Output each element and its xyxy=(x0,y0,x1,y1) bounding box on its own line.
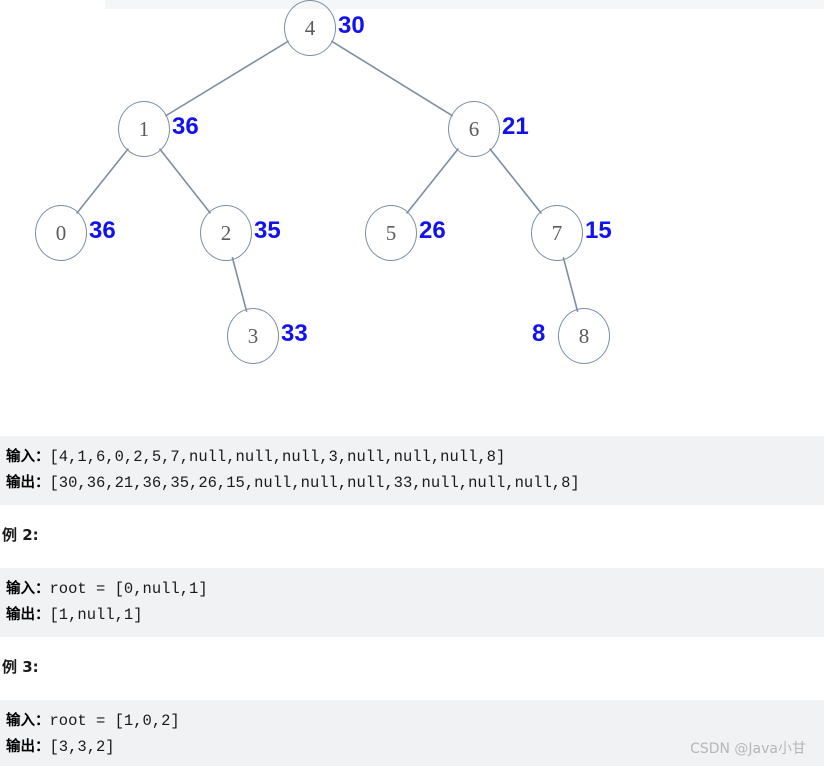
tree-node-7: 7 xyxy=(531,205,583,261)
output-value: [3,3,2] xyxy=(49,738,115,756)
tree-edge-n4-n1 xyxy=(164,40,290,117)
tree-edges-svg xyxy=(75,40,579,313)
input-label: 输入： xyxy=(6,581,50,597)
input-label: 输入： xyxy=(6,713,50,729)
example-3-heading: 例 3: xyxy=(2,658,39,676)
tree-node-label-7: 15 xyxy=(585,217,612,244)
tree-edge-n1-n0 xyxy=(75,148,130,214)
input-value: root = [0,null,1] xyxy=(49,580,208,598)
output-value: [1,null,1] xyxy=(49,606,143,624)
tree-node-1: 1 xyxy=(118,101,170,157)
tree-edge-n6-n7 xyxy=(488,148,543,214)
output-value: [30,36,21,36,35,26,15,null,null,null,33,… xyxy=(49,474,580,492)
tree-node-label-5: 26 xyxy=(419,217,446,244)
top-gray-strip xyxy=(105,0,824,9)
tree-node-4: 4 xyxy=(284,0,336,56)
tree-node-label-3: 33 xyxy=(281,320,308,347)
tree-node-label-8: 8 xyxy=(532,320,546,347)
tree-node-label-6: 21 xyxy=(502,113,529,140)
input-value: root = [1,0,2] xyxy=(49,712,180,730)
tree-node-2: 2 xyxy=(200,205,252,261)
csdn-watermark: CSDN @Java小甘 xyxy=(690,741,806,757)
example-1-code-block: 输入：[4,1,6,0,2,5,7,null,null,null,3,null,… xyxy=(0,436,824,505)
example-1-output-line: 输出：[30,36,21,36,35,26,15,null,null,null,… xyxy=(4,470,820,496)
tree-edge-n4-n6 xyxy=(330,40,454,117)
example-1-input-line: 输入：[4,1,6,0,2,5,7,null,null,null,3,null,… xyxy=(4,444,820,470)
example-2-heading: 例 2: xyxy=(2,526,39,544)
tree-node-3: 3 xyxy=(227,308,279,364)
tree-edge-n1-n2 xyxy=(158,148,212,214)
example-2-input-line: 输入：root = [0,null,1] xyxy=(4,576,820,602)
output-label: 输出： xyxy=(6,475,50,491)
input-label: 输入： xyxy=(6,449,50,465)
example-3-input-line: 输入：root = [1,0,2] xyxy=(4,708,820,734)
tree-node-5: 5 xyxy=(365,205,417,261)
example-3-code-block: 输入：root = [1,0,2] 输出：[3,3,2] xyxy=(0,700,824,766)
tree-edge-n6-n5 xyxy=(405,148,460,214)
tree-edge-n2-n3 xyxy=(231,256,248,313)
tree-node-label-1: 36 xyxy=(172,113,199,140)
input-value: [4,1,6,0,2,5,7,null,null,null,3,null,nul… xyxy=(49,448,506,466)
tree-edge-n7-n8 xyxy=(562,256,579,313)
tree-node-label-0: 36 xyxy=(89,217,116,244)
example-2-output-line: 输出：[1,null,1] xyxy=(4,602,820,628)
tree-node-6: 6 xyxy=(448,101,500,157)
tree-node-8: 8 xyxy=(558,308,610,364)
output-label: 输出： xyxy=(6,739,50,755)
tree-node-label-2: 35 xyxy=(254,217,281,244)
example-3-output-line: 输出：[3,3,2] xyxy=(4,734,820,760)
tree-node-0: 0 xyxy=(35,205,87,261)
tree-node-label-4: 30 xyxy=(338,12,365,39)
output-label: 输出： xyxy=(6,607,50,623)
example-2-code-block: 输入：root = [0,null,1] 输出：[1,null,1] xyxy=(0,568,824,637)
